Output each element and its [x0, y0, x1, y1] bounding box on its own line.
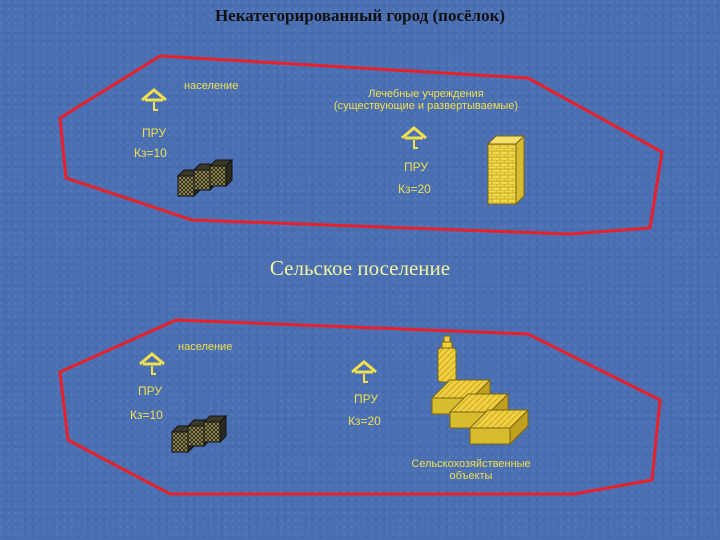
barn-icon: [468, 408, 530, 446]
city-population-label: население: [184, 80, 239, 92]
medical-label-line1: Лечебные учреждения: [368, 88, 484, 100]
agri-label-line1: Сельскохозяйственные: [411, 458, 531, 470]
agricultural-objects-label: Сельскохозяйственные объекты: [396, 458, 546, 482]
shelter-icon: [141, 88, 167, 111]
medical-label-line2: (существующие и развертываемые): [333, 100, 519, 112]
village-kz-agri: Кз=20: [348, 414, 381, 428]
village-boundary: [58, 318, 662, 496]
shelter-icon: [401, 126, 427, 149]
medical-pru-label: ПРУ: [404, 160, 428, 174]
agri-label-line2: объекты: [449, 470, 493, 482]
slide-title: Некатегорированный город (посёлок): [214, 6, 506, 25]
village-population-label: население: [178, 341, 233, 353]
section-title-rural: Сельское поселение: [269, 256, 451, 280]
agri-pru-label: ПРУ: [354, 392, 378, 406]
city-kz-medical: Кз=20: [398, 182, 431, 196]
shelter-icon: [139, 352, 165, 375]
medical-institutions-label: Лечебные учреждения (существующие и разв…: [316, 88, 536, 112]
city-boundary: [58, 54, 664, 236]
village-pru-label: ПРУ: [138, 384, 162, 398]
shelter-icon: [351, 360, 377, 383]
city-kz-population: Кз=10: [134, 146, 167, 160]
hospital-building-icon: [486, 134, 526, 206]
houses-icon: [170, 414, 228, 454]
village-kz-population: Кз=10: [130, 408, 163, 422]
city-pru-label: ПРУ: [142, 126, 166, 140]
silo-icon: [437, 335, 457, 383]
houses-icon: [176, 158, 234, 198]
